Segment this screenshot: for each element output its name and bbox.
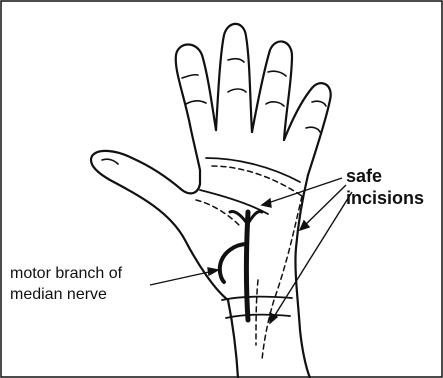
hand-outline [91, 24, 331, 378]
incision-thenar [196, 200, 240, 226]
palmar-creases [200, 158, 300, 318]
incision-distal-palmar [212, 166, 302, 196]
median-nerve-trunk [247, 212, 249, 320]
radial-wrist-outline [228, 300, 238, 378]
label-incisions: incisions [346, 188, 424, 208]
index-finger-outline [176, 44, 216, 130]
ring-finger-outline [252, 41, 292, 140]
incision-wrist [256, 280, 258, 345]
median-nerve [220, 211, 262, 320]
middle-finger-outline [216, 24, 252, 132]
nerve-fork-left [230, 211, 246, 222]
ulnar-border-outline [295, 175, 310, 378]
label-motor-branch: motor branch of [10, 265, 123, 282]
leader-arrows [150, 178, 352, 323]
arrow-motor-head [208, 268, 218, 275]
little-finger-outline [284, 83, 331, 175]
incision-lines [196, 166, 302, 360]
label-safe: safe [346, 166, 382, 186]
nerve-fork-right [249, 211, 262, 222]
arrow-safe-2 [300, 185, 346, 230]
arrow-safe-3 [270, 192, 352, 323]
label-median-nerve: median nerve [10, 286, 107, 303]
arrow-safe-1-head [262, 199, 271, 207]
motor-branch [220, 244, 247, 282]
